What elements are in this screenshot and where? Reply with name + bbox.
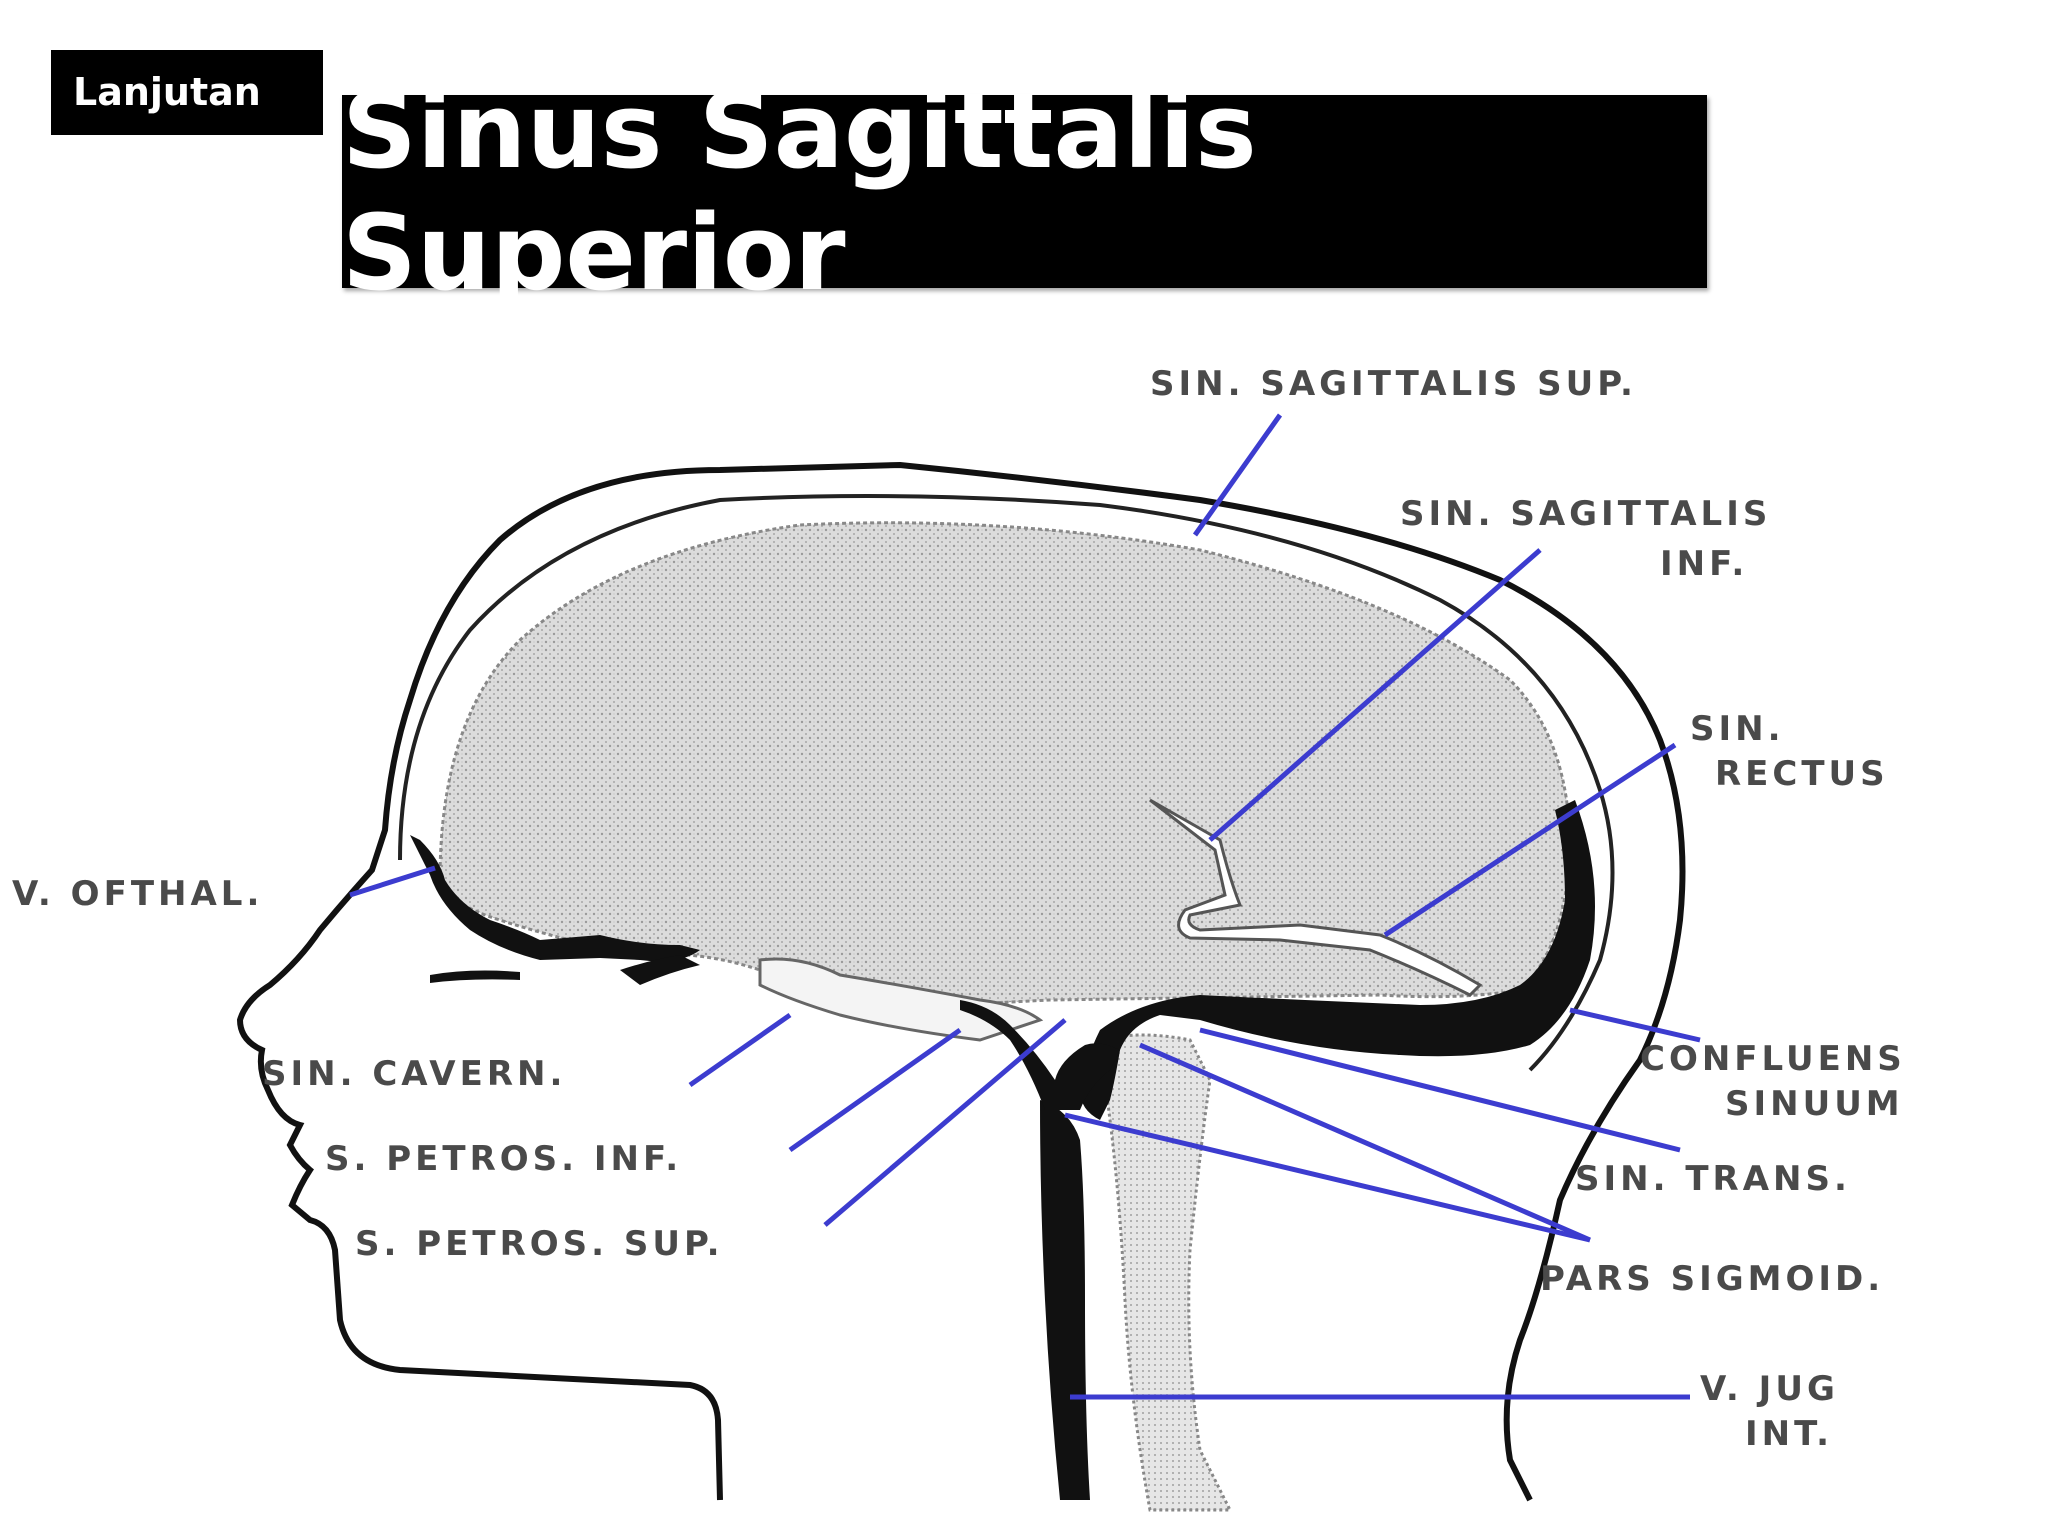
ophthalmic-veins [410,835,700,962]
label-pars-sigmoid: PARS SIGMOID. [1540,1259,1884,1299]
leader-sin-cavern [688,1012,792,1088]
leader-confluens [1569,1007,1701,1043]
label-s-petros-sup: S. PETROS. SUP. [355,1224,724,1264]
leader-s-petros-sup [823,1018,1067,1227]
skull-inner-line [398,494,1615,1072]
label-confluens-1: CONFLUENS [1640,1039,1906,1079]
page-title: Sinus Sagittalis Superior [342,69,1257,314]
label-confluens-2: SINUUM [1725,1084,1904,1124]
leader-pars-sigmoid-a [1139,1042,1591,1243]
label-v-jug-1: V. JUG [1700,1369,1839,1409]
label-v-ofthal: V. OFTHAL. [12,874,263,914]
leader-pars-sigmoid-b [1064,1112,1591,1243]
label-sin-rectus-1: SIN. [1690,709,1785,749]
label-s-petros-inf: S. PETROS. INF. [325,1139,682,1179]
title-banner: Sinus Sagittalis Superior [342,70,1707,314]
brow-mark [430,970,520,983]
dark-sinus-main [1080,800,1595,1120]
skull-base [758,957,1044,1042]
jugular-vein [1040,1100,1090,1500]
leader-sin-sag-inf [1208,548,1542,842]
falx-band [1149,798,1483,997]
brainstem [1098,1033,1233,1512]
leader-sin-trans [1199,1027,1681,1153]
leader-v-ofthal [349,865,436,898]
label-sin-sag-sup: SIN. SAGITTALIS SUP. [1150,364,1637,404]
label-sin-rectus-2: RECTUS [1715,754,1889,794]
leader-s-petros-inf [788,1027,962,1153]
label-sin-sag-inf-2: INF. [1660,544,1748,584]
ophthalmic-vein-lower [620,955,700,985]
leader-sin-rectus [1383,742,1677,938]
label-sin-trans: SIN. TRANS. [1575,1159,1851,1199]
brain [438,521,1572,1012]
label-sin-sag-inf-1: SIN. SAGITTALIS [1400,494,1771,534]
head-outline [236,461,1686,1502]
label-sin-cavern: SIN. CAVERN. [262,1054,566,1094]
label-v-jug-2: INT. [1745,1414,1833,1454]
leader-sin-sag-sup [1192,413,1283,537]
petrosal-veins [960,1000,1120,1110]
section-badge: Lanjutan [51,50,323,135]
